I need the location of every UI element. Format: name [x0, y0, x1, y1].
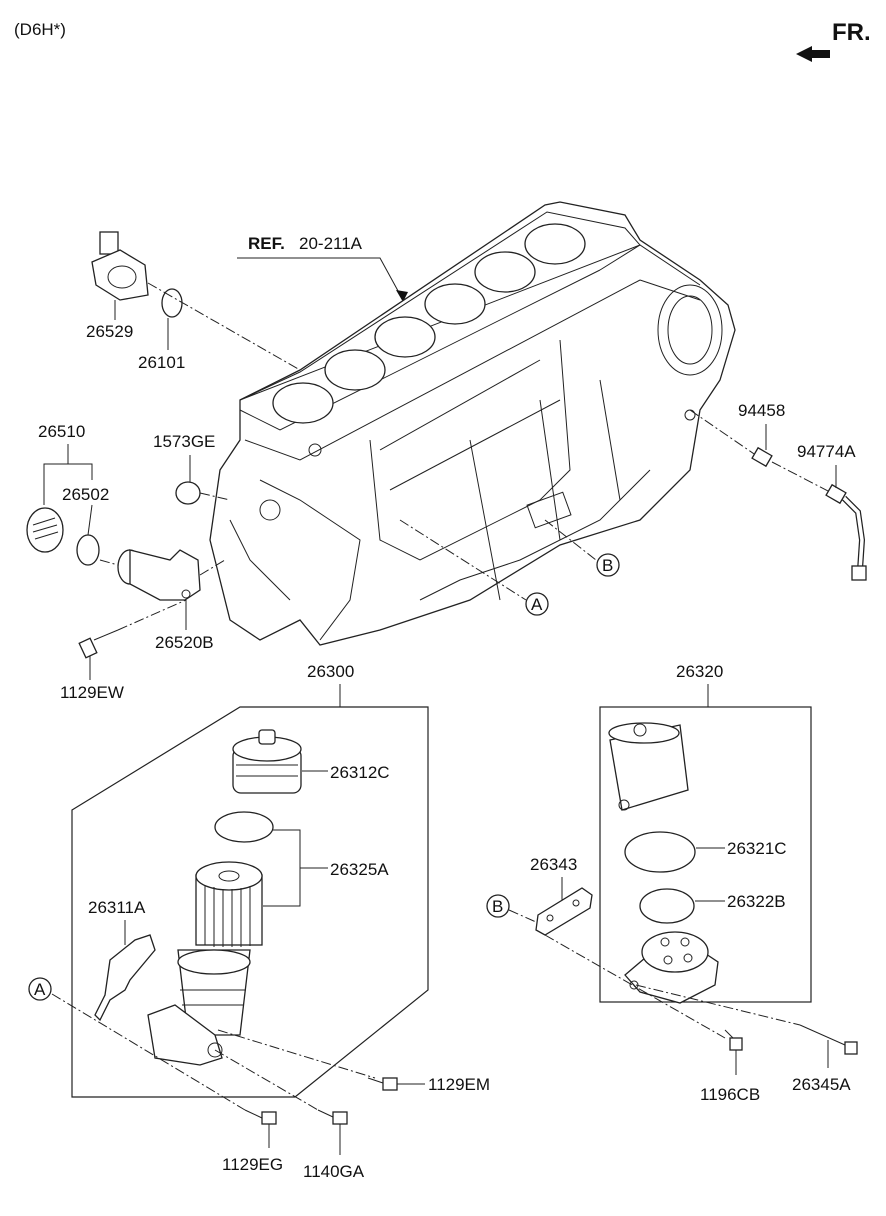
part-26325A-label: 26325A: [330, 860, 389, 879]
part-26502-label: 26502: [62, 485, 109, 504]
bolt-1129EM: [367, 1077, 398, 1091]
part-1140GA-label: 1140GA: [303, 1162, 365, 1181]
callout-a-assembly-text: A: [34, 980, 46, 999]
part-1129EW-label: 1129EW: [60, 683, 124, 702]
part-26311A-label: 26311A: [88, 898, 146, 917]
front-label: FR.: [832, 19, 871, 46]
part-26343-label: 26343: [530, 855, 577, 874]
callout-b-assembly-text: B: [492, 897, 503, 916]
bolt-1140GA: [317, 1109, 348, 1125]
callout-b-assembly: [486, 894, 510, 918]
part-26300-label: 26300: [307, 662, 354, 681]
callout-a-block-text: A: [531, 595, 543, 614]
cylinder-block: [209, 201, 736, 646]
bolt-26345A: [799, 1024, 858, 1055]
reference-prefix: REF.: [248, 234, 285, 253]
part-26101-label: 26101: [138, 353, 185, 372]
part-26322B-label: 26322B: [727, 892, 786, 911]
bolt-1129EG: [244, 1109, 277, 1125]
reference-number: 20-211A: [299, 234, 363, 253]
sensor-line-94774A: [825, 483, 867, 581]
part-26321C-label: 26321C: [727, 839, 787, 858]
o-ring-26325A: [214, 811, 274, 843]
water-outlet-fitting: [91, 231, 149, 301]
oil-cooler-can: [608, 722, 689, 811]
o-ring-26502: [76, 534, 100, 566]
sensor-94458: [751, 446, 773, 468]
seal-26322B: [639, 888, 695, 924]
plug-1573GE: [175, 481, 201, 505]
part-26312C-label: 26312C: [330, 763, 390, 782]
filter-cap-26312C: [232, 729, 302, 794]
part-26510-label: 26510: [38, 422, 85, 441]
variant-code: (D6H*): [14, 20, 66, 39]
o-ring-26321C: [624, 831, 696, 873]
part-26345A-label: 26345A: [792, 1075, 851, 1094]
part-1573GE-label: 1573GE: [153, 432, 215, 451]
part-1129EG-label: 1129EG: [222, 1155, 283, 1174]
callout-b-block: [596, 553, 620, 577]
part-94774A-label: 94774A: [797, 442, 856, 461]
assembly-26320-frame: [599, 706, 812, 1003]
oil-filler-tube: [117, 549, 201, 601]
part-1129EM-label: 1129EM: [428, 1075, 490, 1094]
filter-element-26325A: [195, 861, 263, 947]
part-26320-label: 26320: [676, 662, 723, 681]
callout-b-block-text: B: [602, 556, 613, 575]
part-1196CB-label: 1196CB: [700, 1085, 760, 1104]
gasket-26343: [535, 887, 593, 936]
reference-label: REF. 20-211A: [237, 234, 408, 302]
filler-cap: [26, 507, 64, 553]
callout-a-block: [525, 592, 549, 616]
callout-a-assembly: [28, 977, 52, 1001]
bolt-1196CB: [724, 1029, 743, 1051]
part-94458-label: 94458: [738, 401, 785, 420]
arrow-left-icon: [796, 46, 830, 62]
bolt-1129EW: [78, 629, 119, 659]
part-26529-label: 26529: [86, 322, 133, 341]
gasket-26311A: [94, 934, 156, 1022]
cooler-base: [624, 931, 719, 1004]
part-26520B-label: 26520B: [155, 633, 214, 652]
filter-housing: [147, 949, 251, 1066]
assembly-26300-frame: [71, 706, 429, 1098]
